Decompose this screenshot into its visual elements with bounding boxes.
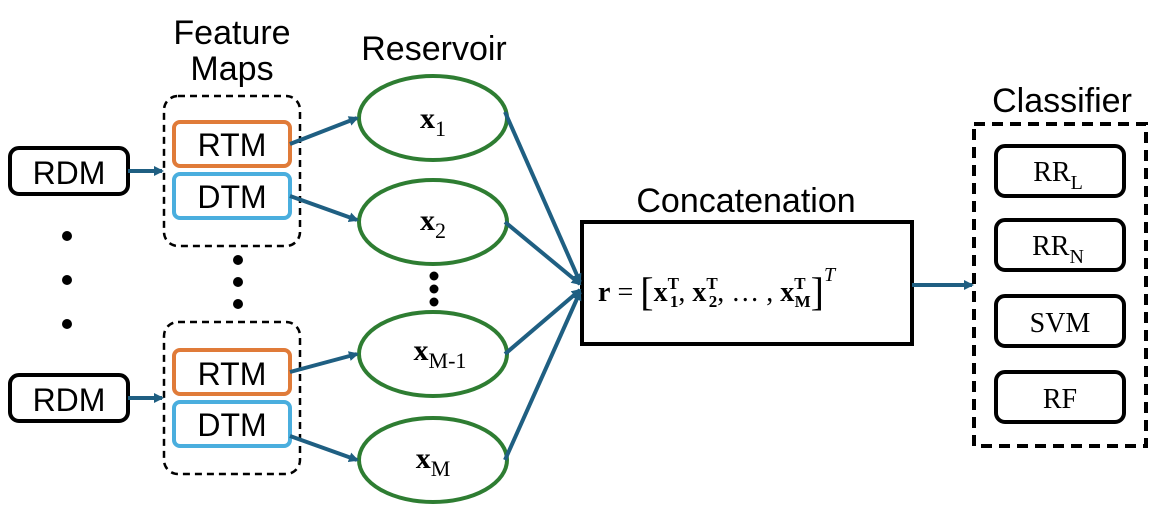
classifier-svm-label: SVM: [1030, 308, 1091, 339]
arrow-x2-to-concat: [503, 220, 582, 286]
rdm-input-bottom: RDM: [8, 373, 130, 423]
rdm-input-top-label: RDM: [33, 155, 106, 191]
arrow-dtm-to-xm: [289, 434, 359, 463]
rtm-label-bottom: RTM: [198, 356, 267, 392]
reservoir-node-2-label: x2: [420, 204, 446, 243]
arrow-dtm-to-x2: [289, 194, 359, 223]
dtm-box-bottom: [172, 400, 292, 448]
arrow-rtm-to-xm-1: [289, 351, 359, 374]
feature-maps-group-top: RTM DTM: [162, 94, 302, 248]
feature-maps-group-bottom: RTM DTM: [162, 320, 302, 476]
rtm-label-top: RTM: [198, 127, 267, 163]
reservoir-label: Reservoir: [361, 30, 506, 68]
rdm-input-top: RDM: [8, 146, 130, 196]
classifier-svm-box: [994, 294, 1126, 348]
reservoir-node-m-minus-1: xM-1: [357, 310, 509, 398]
reservoir-node-m-minus-1-label: xM-1: [414, 334, 467, 373]
classifier-rf-box: [994, 370, 1126, 424]
dtm-label-bottom: DTM: [197, 407, 266, 443]
arrow-xm-to-concat: [503, 290, 582, 461]
feature-maps-label-line1: Feature: [173, 14, 290, 52]
reservoir-node-m: xM: [357, 416, 509, 504]
reservoir-node-1-label: x1: [420, 102, 446, 141]
classifier-group: RRL RRN SVM RF: [972, 122, 1148, 448]
reservoir-node-m-label: xM: [416, 442, 451, 481]
classifier-label: Classifier: [992, 82, 1132, 120]
classifier-rrn-label: RRN: [1032, 231, 1084, 268]
reservoir-node-2: x2: [357, 178, 509, 266]
feature-maps-label-line2: Maps: [190, 50, 273, 88]
concatenation-label: Concatenation: [636, 182, 855, 220]
reservoir-node-1: x1: [357, 74, 509, 162]
classifier-rf-label: RF: [1043, 384, 1077, 415]
classifier-rrn-box: [994, 218, 1126, 272]
arrow-x1-to-concat: [503, 111, 582, 284]
feature-maps-ellipsis: [233, 255, 243, 309]
dtm-label-top: DTM: [197, 179, 266, 215]
rdm-input-bottom-label: RDM: [33, 382, 106, 418]
classifier-rrl-box: [994, 144, 1126, 198]
arrow-xm-1-to-concat: [503, 288, 582, 356]
reservoir-ellipsis: [429, 271, 439, 307]
input-ellipsis: [62, 231, 72, 329]
arrows: [128, 111, 974, 463]
arrow-rtm-to-x1: [289, 116, 359, 146]
classifier-rrl-label: RRL: [1033, 157, 1083, 194]
